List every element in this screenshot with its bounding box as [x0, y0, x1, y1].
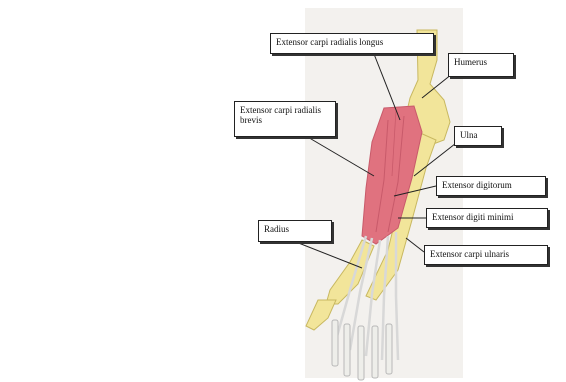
label-radius: Radius: [258, 220, 332, 242]
label-extensor-carpi-radialis-longus: Extensor carpi radialis longus: [270, 33, 434, 54]
label-text-line2: brevis: [240, 115, 330, 125]
label-text: Extensor digiti minimi: [432, 212, 514, 222]
label-text-line1: Extensor carpi radialis: [240, 105, 330, 115]
label-text: Ulna: [460, 130, 478, 140]
label-extensor-digiti-minimi: Extensor digiti minimi: [426, 208, 548, 228]
label-text: Extensor digitorum: [442, 180, 512, 190]
label-extensor-carpi-radialis-brevis: Extensor carpi radialis brevis: [234, 101, 336, 137]
label-text: Humerus: [454, 57, 487, 67]
label-text: Extensor carpi radialis longus: [276, 37, 383, 47]
label-extensor-digitorum: Extensor digitorum: [436, 176, 546, 196]
label-humerus: Humerus: [448, 53, 514, 77]
label-extensor-carpi-ulnaris: Extensor carpi ulnaris: [424, 245, 548, 265]
label-ulna: Ulna: [454, 126, 502, 146]
label-text: Extensor carpi ulnaris: [430, 249, 509, 259]
label-text: Radius: [264, 224, 289, 234]
